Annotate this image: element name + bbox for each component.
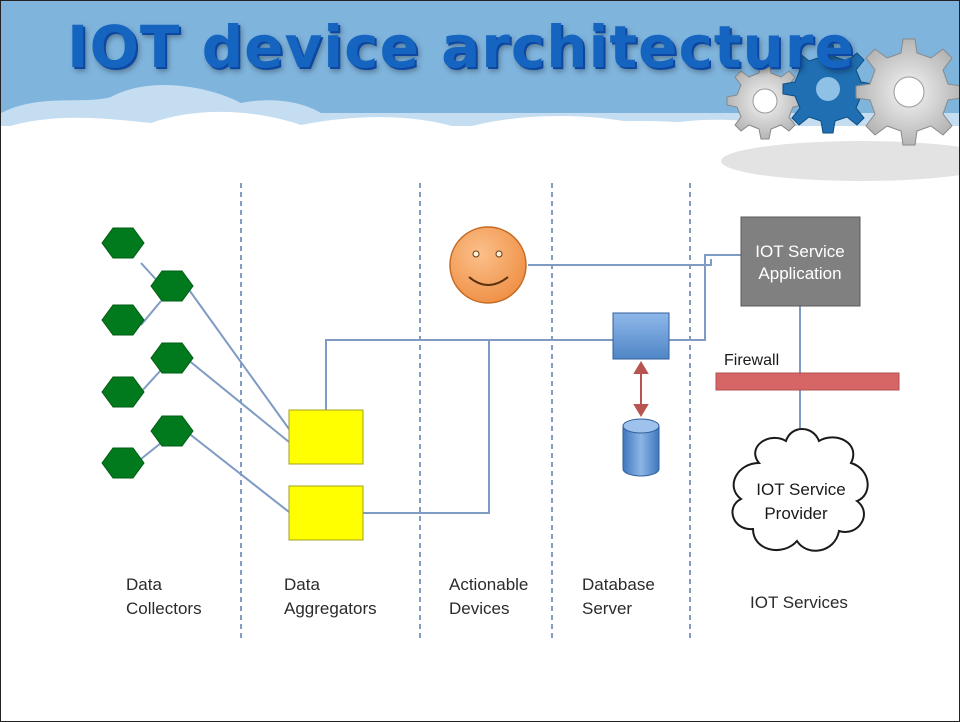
column-label: Devices bbox=[449, 599, 509, 618]
column-label: Data bbox=[284, 575, 320, 594]
column-label: Aggregators bbox=[284, 599, 377, 618]
data-aggregators bbox=[288, 409, 364, 541]
column-labels: Data Collectors Data Aggregators Actiona… bbox=[126, 575, 848, 618]
aggregator-box bbox=[288, 485, 364, 541]
service-app-line2: Application bbox=[758, 264, 841, 283]
hexagon-icon bbox=[150, 415, 194, 447]
column-label: Database bbox=[582, 575, 655, 594]
firewall-label: Firewall bbox=[724, 352, 779, 369]
service-app-line1: IOT Service bbox=[755, 242, 844, 261]
database-cylinder-icon bbox=[622, 418, 660, 477]
page-title: IOT device architecture bbox=[67, 13, 855, 81]
column-label: Actionable bbox=[449, 575, 528, 594]
column-label: Server bbox=[582, 599, 632, 618]
firewall: Firewall bbox=[715, 352, 900, 391]
column-label: IOT Services bbox=[750, 593, 848, 612]
smiley-face-icon bbox=[449, 226, 527, 304]
provider-line1: IOT Service bbox=[756, 480, 845, 499]
cloud-icon: IOT Service Provider bbox=[731, 428, 869, 552]
db-link-arrow bbox=[633, 361, 649, 417]
connectors bbox=[140, 254, 801, 514]
hexagon-icon bbox=[101, 304, 145, 336]
hexagon-icon bbox=[101, 227, 145, 259]
hexagon-icon bbox=[101, 447, 145, 479]
hexagon-icon bbox=[101, 376, 145, 408]
column-label: Data bbox=[126, 575, 162, 594]
column-label: Collectors bbox=[126, 599, 202, 618]
server-box-icon bbox=[612, 312, 670, 360]
provider-line2: Provider bbox=[764, 504, 828, 523]
hexagon-icon bbox=[150, 270, 194, 302]
aggregator-box bbox=[288, 409, 364, 465]
gear-icon bbox=[726, 38, 959, 146]
column-dividers bbox=[240, 183, 691, 641]
service-application-box: IOT Service Application bbox=[740, 216, 861, 307]
data-collectors bbox=[101, 227, 194, 479]
hexagon-icon bbox=[150, 342, 194, 374]
